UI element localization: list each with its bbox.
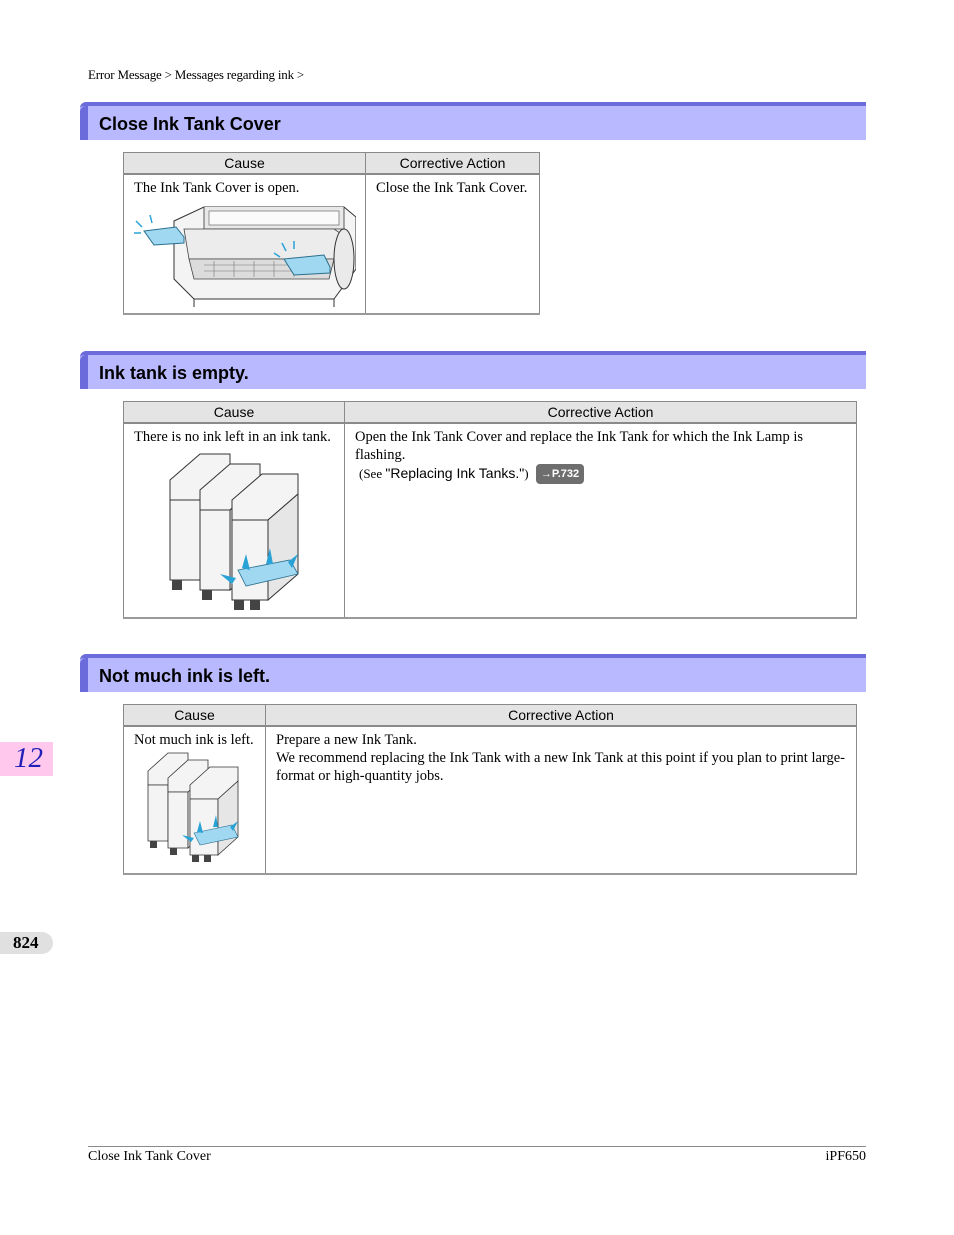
corrective-action-cell: Prepare a new Ink Tank. We recommend rep… <box>265 725 857 875</box>
error-table-close-ink-tank-cover: Cause Corrective Action The Ink Tank Cov… <box>123 152 540 315</box>
replacing-ink-tanks-link[interactable]: "Replacing Ink Tanks." <box>385 465 525 481</box>
cross-reference: (See "Replacing Ink Tanks.") →P.732 <box>359 464 847 484</box>
cause-cell: Not much ink is left. <box>123 725 266 875</box>
corrective-action-text: Close the Ink Tank Cover. <box>376 180 528 196</box>
section-heading-close-ink-tank-cover: Close Ink Tank Cover <box>80 102 866 140</box>
breadcrumb: Error Message > Messages regarding ink > <box>88 67 305 82</box>
ink-tanks-empty-illustration <box>169 453 299 610</box>
page-number: 824 <box>13 933 39 952</box>
column-header-corrective-action: Corrective Action <box>265 704 857 727</box>
cause-cell: The Ink Tank Cover is open. <box>123 173 366 315</box>
section-heading-not-much-ink-left: Not much ink is left. <box>80 654 866 692</box>
page-number-badge: 824 <box>0 932 53 954</box>
chapter-tab[interactable]: 12 <box>0 742 53 776</box>
section-title: Ink tank is empty. <box>99 363 249 383</box>
corrective-action-line-2: We recommend replacing the Ink Tank with… <box>276 750 846 784</box>
error-table-ink-tank-is-empty: Cause Corrective Action There is no ink … <box>123 401 857 619</box>
column-header-corrective-action: Corrective Action <box>344 401 857 424</box>
page-reference-button[interactable]: →P.732 <box>535 464 585 484</box>
cause-text: Not much ink is left. <box>134 732 254 748</box>
see-prefix: (See <box>359 466 386 481</box>
corrective-action-cell: Close the Ink Tank Cover. <box>365 173 540 315</box>
corrective-action-line-1: Prepare a new Ink Tank. <box>276 732 417 748</box>
footer-section-title: Close Ink Tank Cover <box>88 1149 211 1164</box>
section-title: Not much ink is left. <box>99 666 271 686</box>
column-header-corrective-action: Corrective Action <box>365 152 540 175</box>
column-header-cause: Cause <box>123 152 366 175</box>
error-table-not-much-ink-left: Cause Corrective Action Not much ink is … <box>123 704 857 875</box>
column-header-cause: Cause <box>123 704 266 727</box>
cause-text: The Ink Tank Cover is open. <box>134 180 300 196</box>
footer-divider <box>88 1146 866 1147</box>
cause-cell: There is no ink left in an ink tank. <box>123 422 345 619</box>
column-header-cause: Cause <box>123 401 345 424</box>
see-suffix: ) <box>524 466 529 481</box>
corrective-action-text: Open the Ink Tank Cover and replace the … <box>355 429 804 463</box>
section-title: Close Ink Tank Cover <box>99 114 281 134</box>
footer-model-name: iPF650 <box>825 1149 866 1164</box>
printer-illustration <box>134 206 356 307</box>
ink-tanks-low-illustration <box>147 752 239 862</box>
chapter-number: 12 <box>14 742 43 774</box>
corrective-action-cell: Open the Ink Tank Cover and replace the … <box>344 422 857 619</box>
section-heading-ink-tank-is-empty: Ink tank is empty. <box>80 351 866 389</box>
cause-text: There is no ink left in an ink tank. <box>134 429 331 445</box>
